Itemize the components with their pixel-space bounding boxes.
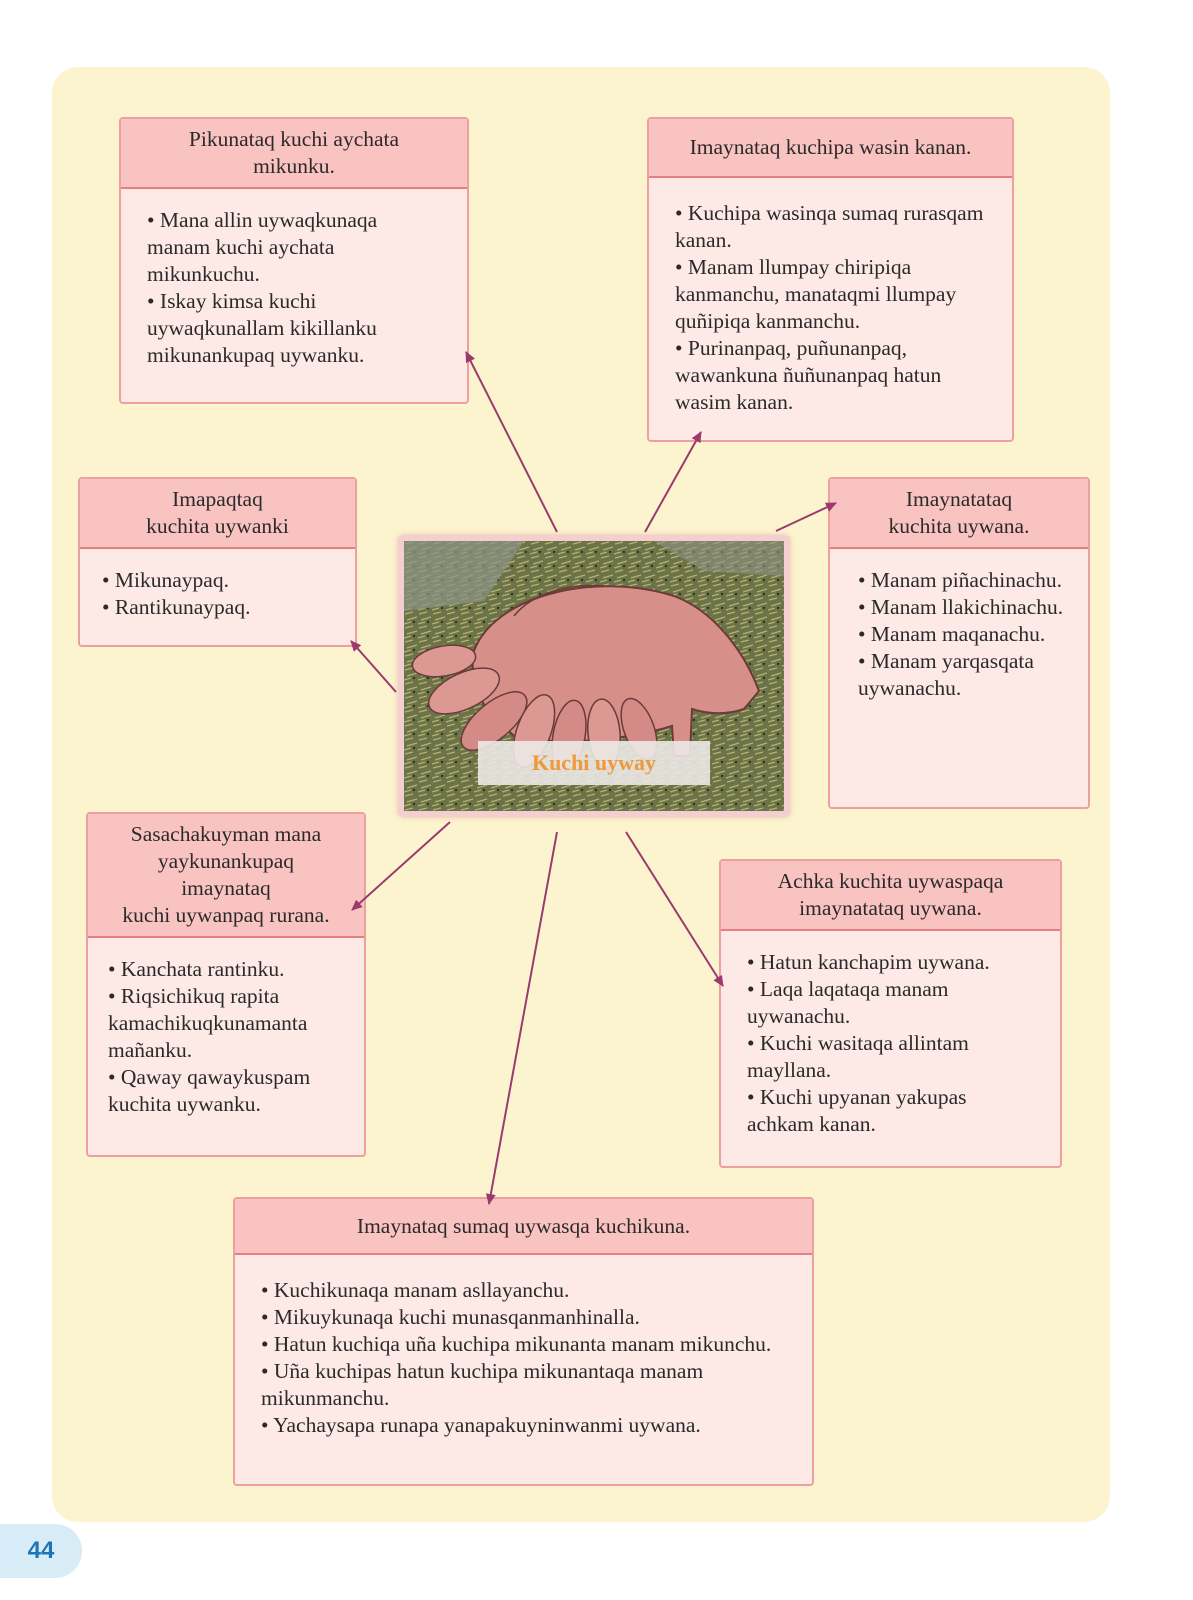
list-item: Laqa laqataqa manam uywanachu. bbox=[747, 976, 1038, 1030]
list-item: Kanchata rantinku. bbox=[108, 956, 352, 983]
box-sasachakuyman: Sasachakuyman mana yaykunankupaq imaynat… bbox=[86, 812, 366, 1157]
list-item: Mikuykunaqa kuchi munasqanmanhinalla. bbox=[261, 1304, 790, 1331]
center-title: Kuchi uyway bbox=[478, 741, 710, 785]
list-item: Uña kuchipas hatun kuchipa mikunantaqa m… bbox=[261, 1358, 790, 1412]
box-pikunataq-title: Pikunataq kuchi aychata mikunku. bbox=[121, 119, 467, 189]
box-imaynatataq: Imaynatataq kuchita uywana. Manam piñach… bbox=[828, 477, 1090, 809]
box-imapaqtaq-title: Imapaqtaq kuchita uywanki bbox=[80, 479, 355, 549]
list-item: Yachaysapa runapa yanapakuyninwanmi uywa… bbox=[261, 1412, 790, 1439]
list-item: Manam llumpay chiripiqa kanmanchu, manat… bbox=[675, 254, 990, 335]
list-item: Mikunaypaq. bbox=[102, 567, 333, 594]
page-number: 44 bbox=[0, 1524, 82, 1578]
box-sasachakuyman-title: Sasachakuyman mana yaykunankupaq imaynat… bbox=[88, 814, 364, 938]
list-item: Manam yarqasqata uywanachu. bbox=[858, 648, 1074, 702]
box-imaynataq-wasin: Imaynataq kuchipa wasin kanan. Kuchipa w… bbox=[647, 117, 1014, 442]
box-imaynatataq-title: Imaynatataq kuchita uywana. bbox=[830, 479, 1088, 549]
list-item: Iskay kimsa kuchi uywaqkunallam kikillan… bbox=[147, 288, 445, 369]
list-item: Manam llakichinachu. bbox=[858, 594, 1074, 621]
list-item: Hatun kuchiqa uña kuchipa mikunanta mana… bbox=[261, 1331, 790, 1358]
list-item: Kuchipa wasinqa sumaq rurasqam kanan. bbox=[675, 200, 990, 254]
box-pikunataq-body: Mana allin uywaqkunaqa manam kuchi aycha… bbox=[121, 189, 467, 379]
list-item: Hatun kanchapim uywana. bbox=[747, 949, 1038, 976]
box-sumaq-body: Kuchikunaqa manam asllayanchu. Mikuykuna… bbox=[235, 1255, 812, 1449]
list-item: Manam maqanachu. bbox=[858, 621, 1074, 648]
list-item: Rantikunaypaq. bbox=[102, 594, 333, 621]
list-item: Kuchi upyanan yakupas achkam kanan. bbox=[747, 1084, 1038, 1138]
box-sasachakuyman-body: Kanchata rantinku. Riqsichikuq rapita ka… bbox=[88, 938, 364, 1128]
list-item: Riqsichikuq rapita kamachikuqkunamanta m… bbox=[108, 983, 352, 1064]
box-achka-title: Achka kuchita uywaspaqa imaynatataq uywa… bbox=[721, 861, 1060, 931]
box-imapaqtaq: Imapaqtaq kuchita uywanki Mikunaypaq. Ra… bbox=[78, 477, 357, 647]
box-achka-body: Hatun kanchapim uywana. Laqa laqataqa ma… bbox=[721, 931, 1060, 1148]
box-imaynataq-wasin-body: Kuchipa wasinqa sumaq rurasqam kanan. Ma… bbox=[649, 178, 1012, 426]
box-imapaqtaq-body: Mikunaypaq. Rantikunaypaq. bbox=[80, 549, 355, 631]
list-item: Purinanpaq, puñunanpaq, wawankuna ñuñuna… bbox=[675, 335, 990, 416]
box-pikunataq: Pikunataq kuchi aychata mikunku. Mana al… bbox=[119, 117, 469, 404]
box-sumaq: Imaynataq sumaq uywasqa kuchikuna. Kuchi… bbox=[233, 1197, 814, 1486]
list-item: Kuchikunaqa manam asllayanchu. bbox=[261, 1277, 790, 1304]
list-item: Kuchi wasitaqa allintam mayllana. bbox=[747, 1030, 1038, 1084]
box-sumaq-title: Imaynataq sumaq uywasqa kuchikuna. bbox=[235, 1199, 812, 1255]
box-achka: Achka kuchita uywaspaqa imaynatataq uywa… bbox=[719, 859, 1062, 1168]
list-item: Qaway qawaykuspam kuchita uywanku. bbox=[108, 1064, 352, 1118]
box-imaynataq-wasin-title: Imaynataq kuchipa wasin kanan. bbox=[649, 119, 1012, 178]
list-item: Manam piñachinachu. bbox=[858, 567, 1074, 594]
box-imaynatataq-body: Manam piñachinachu. Manam llakichinachu.… bbox=[830, 549, 1088, 712]
list-item: Mana allin uywaqkunaqa manam kuchi aycha… bbox=[147, 207, 445, 288]
